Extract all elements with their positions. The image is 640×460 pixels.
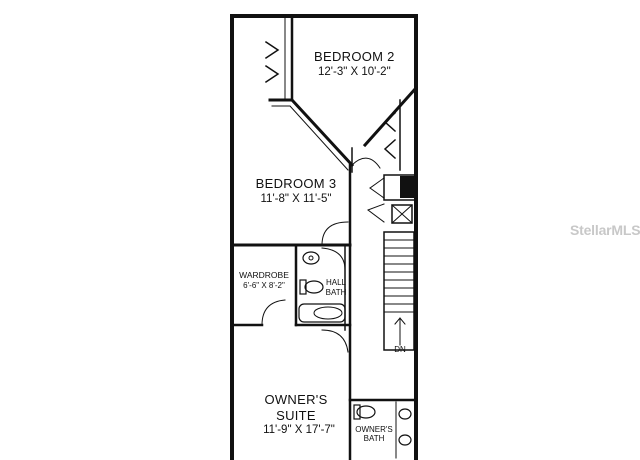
closet-door-3 (383, 111, 397, 133)
stairs-label: DN (394, 345, 406, 354)
hall-bath-sink (302, 251, 320, 265)
linen-closet-fill (400, 176, 414, 198)
bedroom2-dims: 12'-3" X 10'-2" (318, 66, 391, 78)
attic-access (391, 204, 413, 224)
stair-arrow (394, 317, 406, 346)
owners-bath-toilet-tank (353, 404, 361, 420)
hall-bath-door-swing (321, 247, 346, 271)
hall-bath-label-1: HALL (325, 278, 346, 287)
closet-door-2 (264, 64, 280, 84)
hall-bath-label-2: BATH (325, 288, 347, 297)
staircase (383, 231, 415, 351)
owners-bath-sink-2 (398, 434, 412, 446)
owners-bath-toilet-bowl (356, 405, 376, 419)
bedroom3-door-swing (321, 221, 349, 246)
diagonal-wall (268, 98, 355, 168)
linen-door (369, 177, 385, 199)
wardrobe-dims: 6'-6" X 8'-2" (243, 281, 285, 290)
stair-treads (383, 239, 415, 313)
hall-bath-toilet-tank (299, 279, 307, 295)
owners-suite-name-1: OWNER'S (264, 392, 328, 407)
wardrobe-name: WARDROBE (239, 270, 289, 280)
closet-door-1 (264, 40, 280, 60)
attic-access-x (391, 204, 413, 224)
owners-bath-sink-1 (398, 408, 412, 420)
stair-door (367, 203, 385, 223)
bedroom3-name: BEDROOM 3 (255, 176, 337, 191)
closet-door-4 (383, 138, 397, 160)
bedroom2-name: BEDROOM 2 (314, 49, 395, 64)
linen-closet (383, 174, 417, 201)
owners-suite-dims: 11'-9" X 17'-7" (263, 424, 335, 436)
hall-bath-tub (298, 303, 346, 323)
diagonal-wall-inner (271, 105, 349, 171)
owners-bath-label-2: BATH (363, 434, 385, 443)
owners-suite-name-2: SUITE (276, 408, 316, 423)
bedroom2-door-swing (351, 157, 381, 169)
watermark-logo: StellarMLS (570, 222, 640, 238)
owners-bath-label-1: OWNER'S (355, 425, 393, 434)
bedroom3-dims: 11'-8" X 11'-5" (260, 193, 332, 205)
wardrobe-door-swing (261, 299, 286, 326)
owners-suite-door-swing (321, 329, 349, 353)
hall-bath-toilet-bowl (304, 280, 324, 294)
